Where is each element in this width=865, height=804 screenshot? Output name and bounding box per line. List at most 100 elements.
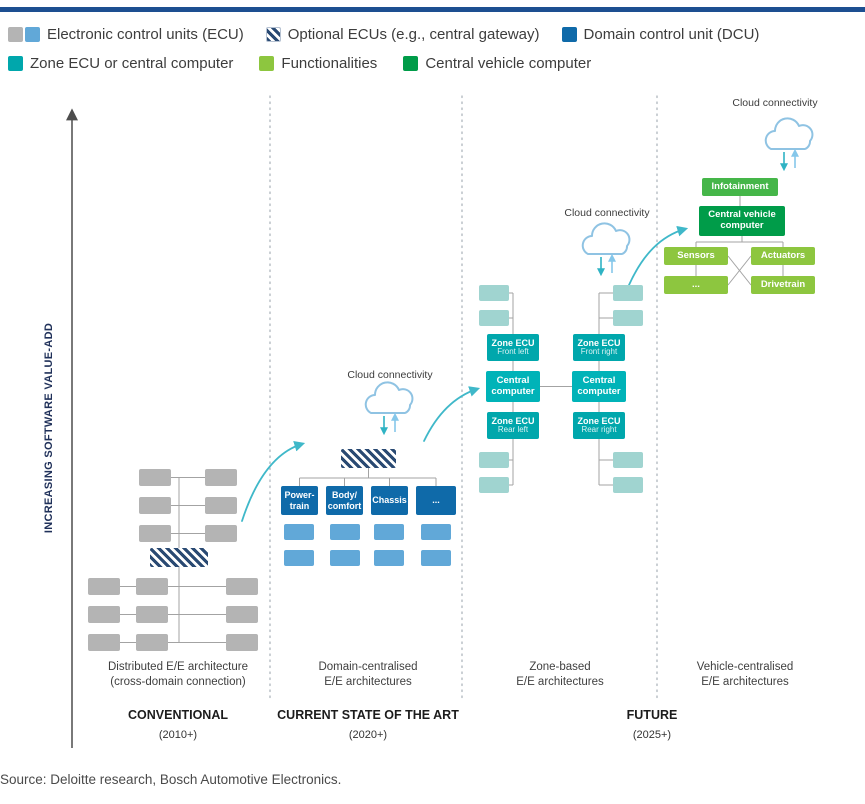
evolution-arrows xyxy=(241,225,689,522)
cloud-connectivity-icon xyxy=(581,222,631,277)
era-future: FUTURE xyxy=(626,708,678,722)
functionality-label: ... xyxy=(692,278,700,290)
dcu-body-comfort-box: Body/ comfort xyxy=(326,486,363,515)
cloud-connectivity-icon xyxy=(364,381,414,436)
ecu-box xyxy=(421,524,451,540)
legend-item-zone-ecu: Zone ECU or central computer xyxy=(8,55,233,72)
legend-item-dcu: Domain control unit (DCU) xyxy=(561,26,759,43)
functionality-label: Sensors xyxy=(677,249,715,261)
legend-label-optional-ecu: Optional ECUs (e.g., central gateway) xyxy=(287,26,540,43)
ecu-box xyxy=(136,606,168,623)
legend-item-central-vehicle-computer: Central vehicle computer xyxy=(403,55,591,72)
dcu-label-line: Chassis xyxy=(372,495,407,506)
infotainment-box: Infotainment xyxy=(702,178,778,196)
domain-description: Domain-centralised E/E architectures xyxy=(273,660,463,690)
domain-bus-connectors xyxy=(299,468,437,486)
zone-label-line: Zone ECU xyxy=(491,415,535,426)
zone-ecu-swatch-icon xyxy=(8,56,23,71)
central-vehicle-computer-swatch-icon xyxy=(403,56,419,71)
ecu-box xyxy=(613,310,643,326)
functionality-label: Drivetrain xyxy=(760,278,806,290)
dcu-label-line: Body/ xyxy=(331,490,357,501)
ecu-box xyxy=(479,452,509,468)
legend-row-1: Electronic control units (ECU) Optional … xyxy=(8,26,759,43)
central-vehicle-computer-box: Central vehicle computer xyxy=(699,206,785,236)
era-conventional: CONVENTIONAL xyxy=(128,708,228,722)
cloud-connectivity-label: Cloud connectivity xyxy=(732,97,818,109)
zone-ecu-rear-right-box: Zone ECU Rear right xyxy=(573,412,625,439)
central-computer-label-line: Central xyxy=(582,374,616,386)
zone-connectors xyxy=(509,292,613,486)
cloud-connectivity-label: Cloud connectivity xyxy=(347,369,433,381)
ecu-box xyxy=(136,578,168,595)
zone-label-line: Rear left xyxy=(497,425,529,435)
ecu-box xyxy=(139,525,171,542)
legend-item-functionalities: Functionalities xyxy=(259,55,377,72)
zone-ecu-front-left-box: Zone ECU Front left xyxy=(487,334,539,361)
vehicle-description: Vehicle-centralised E/E architectures xyxy=(650,660,840,690)
description-line: E/E architectures xyxy=(324,676,412,689)
functionalities-swatch-icon xyxy=(259,56,275,71)
functionality-label: Actuators xyxy=(760,249,806,261)
dcu-label-line: comfort xyxy=(327,500,362,511)
ecu-box xyxy=(479,310,509,326)
description-line: Vehicle-centralised xyxy=(696,661,794,673)
central-gateway-box xyxy=(341,449,396,468)
ecu-box xyxy=(226,606,258,623)
actuators-box: Actuators xyxy=(751,247,815,265)
central-gateway-box xyxy=(150,548,208,567)
description-line: Domain-centralised xyxy=(318,661,418,673)
central-computer-label-line: computer xyxy=(577,385,621,397)
ecu-box xyxy=(613,452,643,468)
period-conventional: (2010+) xyxy=(158,729,198,741)
dcu-chassis-box: Chassis xyxy=(371,486,408,515)
ecu-box xyxy=(205,497,237,514)
zone-ecu-rear-left-box: Zone ECU Rear left xyxy=(487,412,539,439)
ecu-box xyxy=(374,524,404,540)
description-line: Distributed E/E architecture xyxy=(108,661,248,673)
legend-label-central-vehicle-computer: Central vehicle computer xyxy=(425,55,592,72)
dcu-more-box: ... xyxy=(416,486,456,515)
era-current-state: CURRENT STATE OF THE ART xyxy=(277,708,459,722)
conventional-description: Distributed E/E architecture (cross-doma… xyxy=(83,660,273,690)
description-line: E/E architectures xyxy=(516,676,604,689)
period-current-state: (2020+) xyxy=(348,729,388,741)
ecu-box xyxy=(421,550,451,566)
description-line: (cross-domain connection) xyxy=(110,676,246,689)
arrow-domain-to-zone xyxy=(423,386,481,442)
column-separator-lines xyxy=(269,95,658,701)
central-computer-right-box: Central computer xyxy=(572,371,626,402)
infotainment-label: Infotainment xyxy=(711,180,769,192)
legend-row-2: Zone ECU or central computer Functionali… xyxy=(8,55,591,72)
ecu-gray-swatch-icon xyxy=(8,27,23,42)
ecu-box xyxy=(479,285,509,301)
ecu-box xyxy=(284,550,314,566)
ecu-box xyxy=(139,469,171,486)
legend-label-ecu: Electronic control units (ECU) xyxy=(47,26,244,43)
dcu-swatch-icon xyxy=(561,27,577,42)
ecu-box xyxy=(88,578,120,595)
description-line: E/E architectures xyxy=(701,676,789,689)
zone-label-line: Front right xyxy=(580,347,618,357)
conventional-tree-connectors xyxy=(120,477,226,643)
zone-description: Zone-based E/E architectures xyxy=(465,660,655,690)
ecu-box xyxy=(479,477,509,493)
optional-ecu-swatch-icon xyxy=(265,27,281,42)
zone-label-line: Zone ECU xyxy=(491,337,535,348)
period-future: (2025+) xyxy=(632,729,672,741)
ecu-box xyxy=(226,634,258,651)
ecu-box xyxy=(226,578,258,595)
dcu-label-line: train xyxy=(289,500,310,511)
ecu-box xyxy=(330,524,360,540)
arrow-zone-to-vehicle xyxy=(628,225,689,286)
legend-label-functionalities: Functionalities xyxy=(281,55,378,72)
drivetrain-box: Drivetrain xyxy=(751,276,815,294)
top-accent-bar xyxy=(0,7,865,12)
zone-label-line: Zone ECU xyxy=(577,337,621,348)
ecu-box xyxy=(613,285,643,301)
ecu-box xyxy=(205,469,237,486)
ecu-box xyxy=(139,497,171,514)
ecu-box xyxy=(613,477,643,493)
central-computer-label-line: computer xyxy=(491,385,535,397)
